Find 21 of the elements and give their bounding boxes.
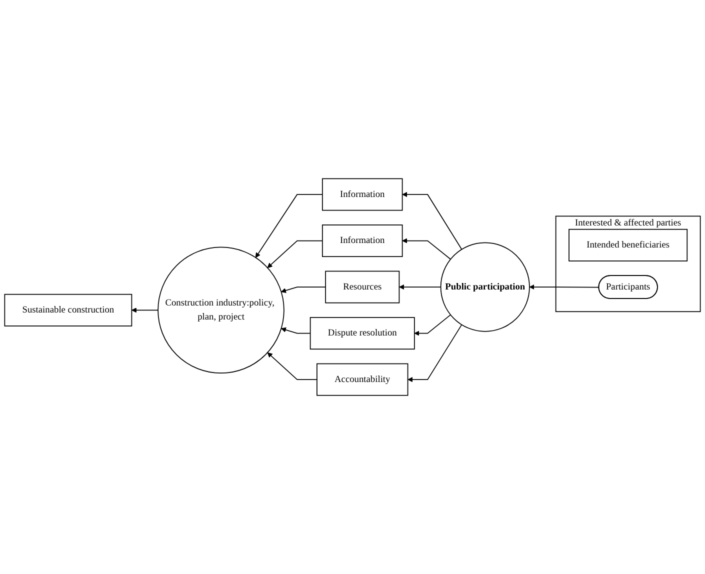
node-box: Resources <box>325 270 400 304</box>
node-circle: Public participation <box>440 242 530 332</box>
node-circle: Construction industry:policy, plan, project <box>158 246 284 374</box>
node-box: Intended beneficiaries <box>568 228 688 262</box>
arrow <box>398 284 442 290</box>
arrow <box>255 194 323 258</box>
arrow <box>402 238 451 260</box>
arrow <box>281 327 311 334</box>
arrow <box>267 240 323 268</box>
arrow <box>529 284 600 290</box>
arrow <box>267 352 318 380</box>
arrow <box>281 286 326 293</box>
node-box: Information <box>322 224 403 257</box>
node-box: Information <box>322 178 403 211</box>
node-box: Dispute resolution <box>310 317 415 350</box>
node-box: Sustainable construction <box>4 294 132 326</box>
arrow <box>408 324 462 382</box>
arrow <box>402 192 462 250</box>
arrow <box>131 308 158 313</box>
node-box: Accountability <box>316 363 408 396</box>
arrow <box>414 314 451 336</box>
